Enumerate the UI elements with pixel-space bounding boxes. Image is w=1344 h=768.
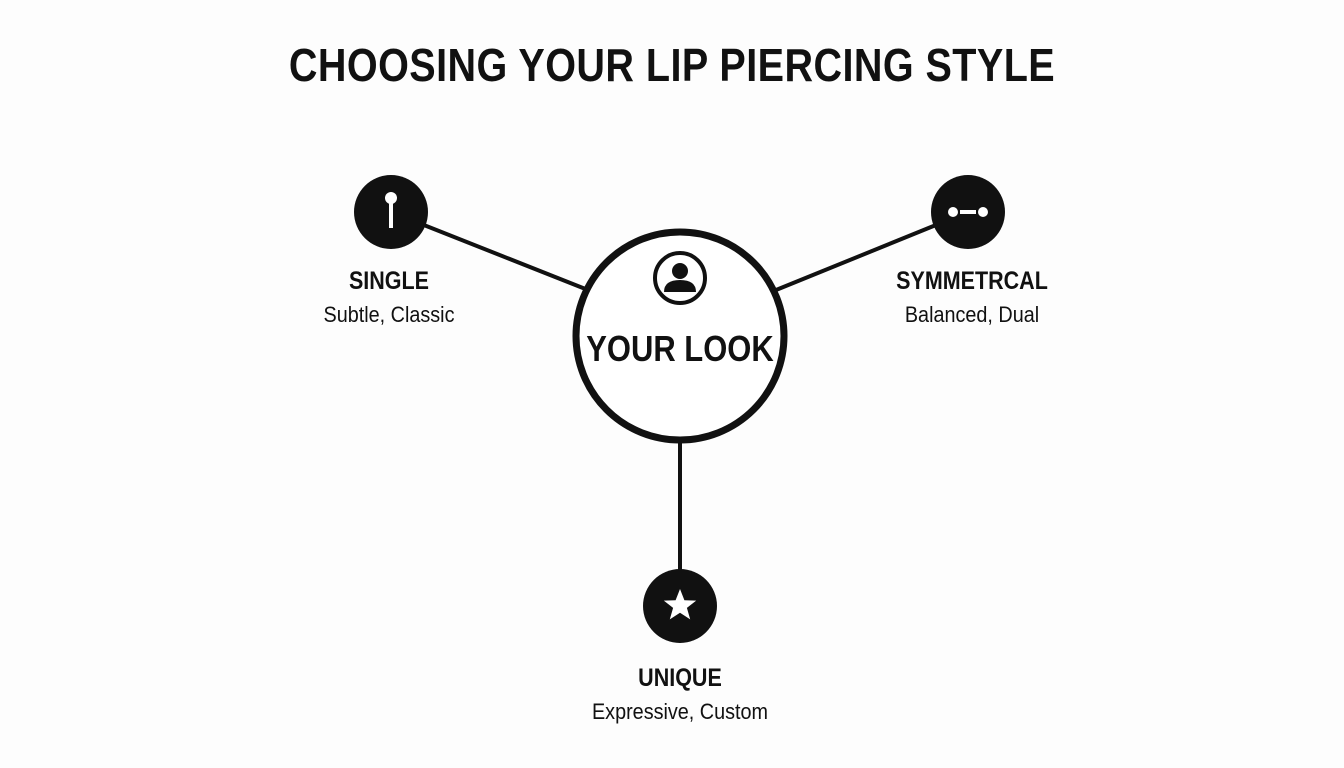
unique-label-group: UNIQUE Expressive, Custom <box>550 663 810 727</box>
single-title: SINGLE <box>348 267 430 295</box>
page-title: CHOOSING YOUR LIP PIERCING STYLE <box>288 39 1056 91</box>
symmetrical-subtitle: Balanced, Dual <box>904 302 1040 327</box>
unique-node <box>643 569 717 643</box>
star-icon <box>663 589 697 620</box>
unique-subtitle: Expressive, Custom <box>591 699 769 724</box>
symmetrical-title: SYMMETRCAL <box>896 267 1048 295</box>
user-icon <box>653 251 707 305</box>
dual-stud-icon <box>948 207 988 217</box>
single-node <box>354 175 428 249</box>
symmetrical-node <box>931 175 1005 249</box>
single-subtitle: Subtle, Classic <box>323 302 455 327</box>
center-label: YOUR LOOK <box>586 328 774 369</box>
single-label-group: SINGLE Subtle, Classic <box>259 266 519 330</box>
stud-icon <box>385 192 397 228</box>
center-node <box>572 228 788 444</box>
unique-title: UNIQUE <box>638 664 722 692</box>
symmetrical-label-group: SYMMETRCAL Balanced, Dual <box>842 266 1102 330</box>
